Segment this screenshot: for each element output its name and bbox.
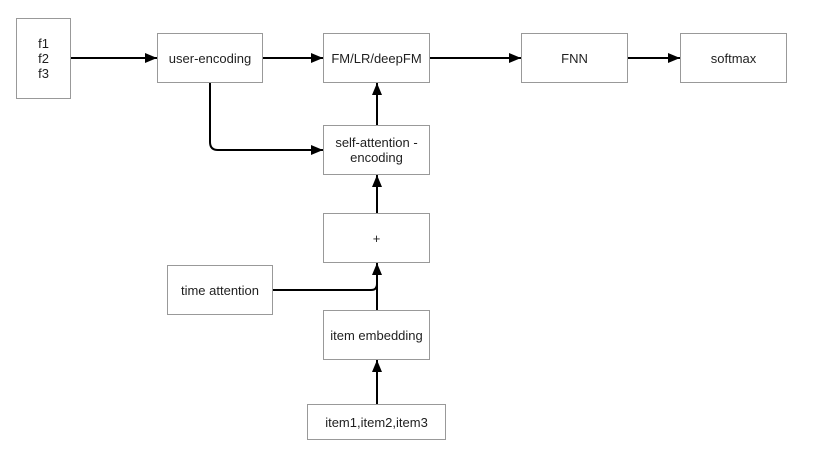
edge-time-attention-to-plus (273, 282, 378, 291)
edge-user-encoding-to-self-attention (209, 83, 323, 155)
node-fnn: FNN (521, 33, 628, 83)
node-item-embedding: item embedding (323, 310, 430, 360)
node-user-encoding: user-encoding (157, 33, 263, 83)
node-time-attention: time attention (167, 265, 273, 315)
node-softmax: softmax (680, 33, 787, 83)
node-items-input: item1,item2,item3 (307, 404, 446, 440)
node-plus: + (323, 213, 430, 263)
node-self-attention-encoding: self-attention - encoding (323, 125, 430, 175)
node-features-input: f1 f2 f3 (16, 18, 71, 99)
node-fm-lr-deepfm: FM/LR/deepFM (323, 33, 430, 83)
